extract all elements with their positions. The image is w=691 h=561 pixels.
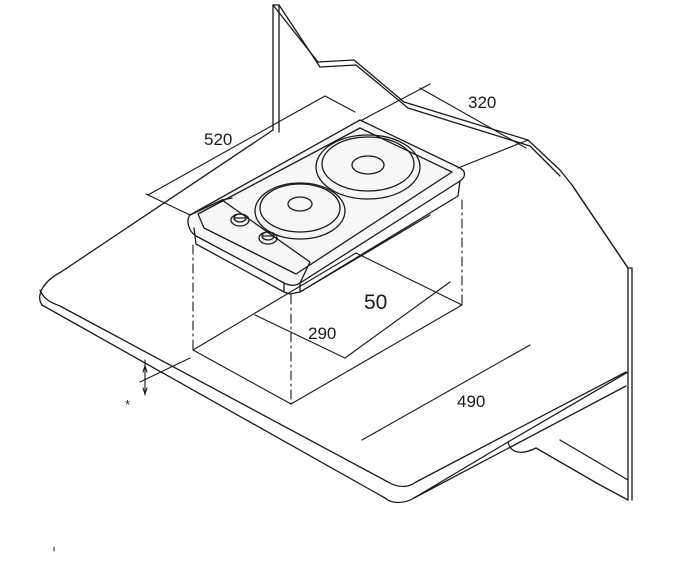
dimension-490 — [361, 344, 531, 441]
label-290: 290 — [308, 324, 337, 343]
footnote-asterisk: * — [125, 397, 131, 412]
hob — [187, 119, 466, 295]
dimension-290 — [254, 314, 346, 359]
knob-back — [230, 213, 250, 227]
hotplate-large — [315, 134, 421, 200]
front-edge-marker — [139, 357, 191, 396]
dimension-50 — [344, 281, 451, 359]
dimension-320 — [361, 83, 529, 169]
cutout-outline — [192, 199, 463, 405]
countertop — [39, 129, 629, 504]
label-320: 320 — [468, 93, 497, 112]
knob-front — [258, 231, 278, 245]
hotplate-small — [254, 182, 346, 240]
label-490: 490 — [457, 392, 486, 411]
label-50: 50 — [364, 291, 388, 314]
label-520: 520 — [204, 130, 233, 149]
dimension-520 — [145, 95, 356, 216]
